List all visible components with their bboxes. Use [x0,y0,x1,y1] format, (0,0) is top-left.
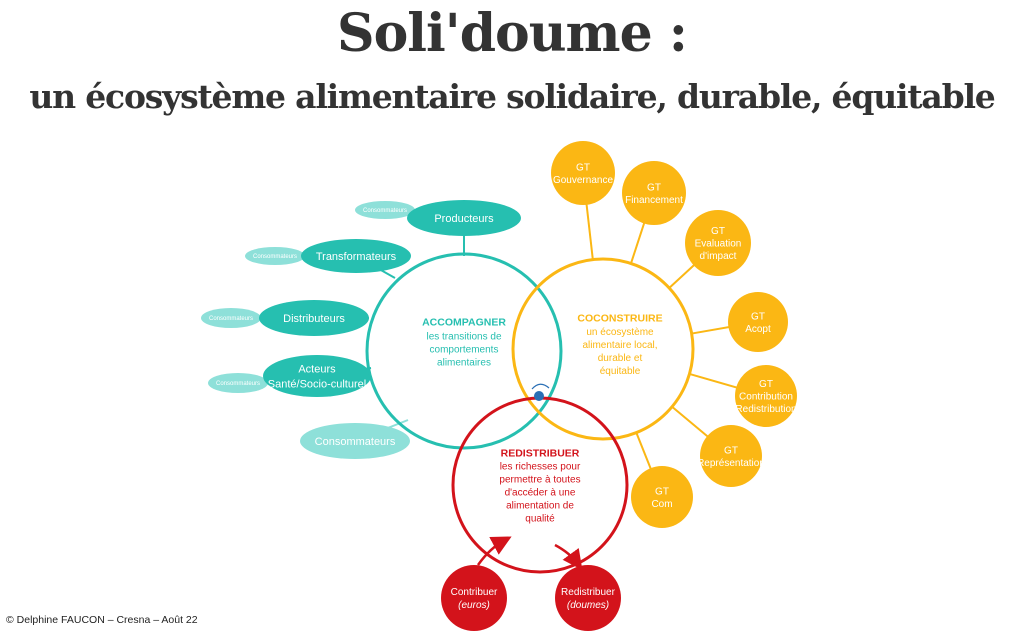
teal-node-bubble [407,200,521,236]
consumer-tag-bubble [208,373,268,393]
logo-wave-icon [531,383,550,390]
consumer-tag-bubble [355,201,415,219]
gt-node-circle [622,161,686,225]
gt-node-circle [685,210,751,276]
teal-node-label: Distributeurs [283,313,345,325]
gt-node-circle [551,141,615,205]
red-node-circle [441,565,507,631]
page-subtitle: un écosystème alimentaire solidaire, dur… [29,77,995,116]
gt-node-circle [631,466,693,528]
consumer-tag-label: Consommateurs [216,381,260,387]
consumer-tag-label: Consommateurs [253,254,297,260]
consumer-tag-bubble [201,308,261,328]
teal-node-label: Producteurs [434,213,494,225]
coconstruire-circle [511,257,695,441]
consumer-tag-label: Consommateurs [363,208,407,214]
soli-doume-logo-icon [534,391,544,401]
teal-node-bubble [301,239,411,273]
teal-node-bubble [259,300,369,336]
teal-node-label: Consommateurs [315,436,396,448]
redistribuer-heading: REDISTRIBUER [501,448,580,460]
consumer-tag-bubble [245,247,305,265]
footer-credit: © Delphine FAUCON – Cresna – Août 22 [6,614,198,626]
coconstruire-heading: COCONSTRUIRE [577,313,662,325]
gt-node-circle [728,292,788,352]
teal-node-bubble [263,355,371,397]
red-node-label: Redistribuer(doumes) [561,587,616,611]
accompagner-circle [365,252,563,450]
accompagner-heading: ACCOMPAGNER [422,317,506,329]
red-node-circle [555,565,621,631]
gt-node-circle [700,425,762,487]
red-node-label: Contribuer(euros) [451,587,498,611]
redistribute-arrow [554,543,583,571]
contribute-arrow [476,536,512,566]
page-title: Soli'doume : [337,3,688,64]
teal-node-bubble [300,423,410,459]
gt-node-circle [735,365,797,427]
consumer-tag-label: Consommateurs [209,316,253,322]
teal-node-label: Transformateurs [316,251,397,263]
